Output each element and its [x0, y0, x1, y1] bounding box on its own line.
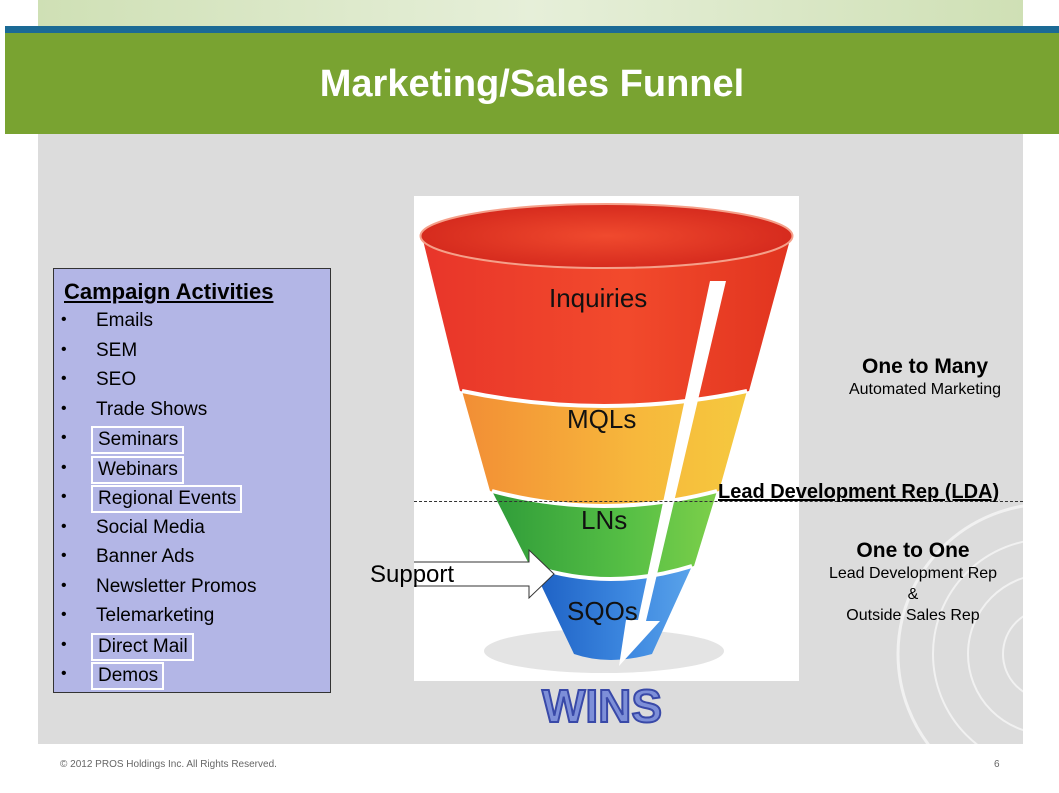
bullet-icon: • [61, 340, 67, 358]
campaign-heading: Campaign Activities [64, 279, 274, 304]
campaign-item-label: Direct Mail [91, 632, 194, 661]
stage-label-inquiries: Inquiries [549, 283, 648, 313]
campaign-item-label: Telemarketing [96, 605, 215, 626]
campaign-item-label: Newsletter Promos [96, 575, 257, 597]
one-to-one-line: Outside Sales Rep [846, 607, 980, 624]
one-to-many-line: Automated Marketing [848, 381, 1002, 398]
campaign-item-label: Emails [96, 310, 154, 331]
bullet-icon: • [61, 517, 67, 535]
copyright-footer: © 2012 PROS Holdings Inc. All Rights Res… [60, 759, 277, 770]
header-blue-bar [5, 26, 1059, 33]
bullet-icon: • [61, 429, 67, 446]
bullet-icon: • [61, 399, 67, 417]
bullet-icon: • [61, 576, 67, 594]
funnel-top-opening [419, 203, 794, 269]
top-decorative-strip [38, 0, 1023, 26]
funnel-band-line [491, 489, 718, 508]
bullet-icon: • [61, 458, 67, 476]
divider-label: Lead Development Rep (LDA) [718, 481, 1000, 503]
funnel-band-line [461, 389, 748, 408]
slide-title: Marketing/Sales Funnel [319, 63, 745, 105]
wins-label: WINS [541, 679, 663, 732]
bullet-icon: • [61, 547, 67, 564]
decorative-circles [896, 504, 1023, 744]
campaign-item-label: SEO [96, 369, 137, 390]
stage-label-mqls: MQLs [567, 404, 637, 434]
one-to-many-group: One to Many Automated Marketing [830, 355, 1020, 400]
bullet-icon: • [61, 665, 67, 682]
campaign-item-label: Social Media [96, 516, 205, 538]
bullet-icon: • [61, 370, 67, 387]
stage-label-lns: LNs [581, 505, 628, 535]
funnel-diagram [414, 203, 794, 673]
bullet-icon: • [61, 606, 67, 623]
slide-header: Marketing/Sales Funnel [5, 33, 1059, 134]
support-arrow [414, 548, 555, 600]
one-to-one-title: One to One [856, 539, 970, 562]
one-to-one-line: & [907, 586, 919, 603]
campaign-item-label: Seminars [91, 426, 185, 454]
campaign-activities-box: Campaign Activities • Emails • SEM • SEO • Trad… [53, 268, 331, 693]
bullet-icon: • [61, 488, 67, 505]
bullet-icon: • [61, 311, 67, 328]
wins-text: WINS [542, 680, 662, 732]
divider-dashed-line [414, 501, 1023, 502]
campaign-item-label: Webinars [91, 455, 184, 484]
campaign-item-label: Banner Ads [96, 546, 195, 567]
stage-label-sqos: SQOs [567, 596, 638, 626]
one-to-one-group: One to One Lead Development Rep & Outsid… [808, 539, 1018, 626]
support-label: Support [370, 561, 455, 588]
campaign-item-label: SEM [96, 339, 138, 361]
funnel-arrow [619, 281, 726, 666]
page-number: 6 [994, 759, 1000, 770]
one-to-many-title: One to Many [861, 355, 988, 378]
campaign-item-label: Trade Shows [96, 398, 208, 420]
bullet-icon: • [61, 635, 67, 653]
campaign-item-label: Regional Events [91, 485, 243, 513]
one-to-one-line: Lead Development Rep [828, 565, 998, 582]
campaign-item-label: Demos [91, 662, 165, 690]
